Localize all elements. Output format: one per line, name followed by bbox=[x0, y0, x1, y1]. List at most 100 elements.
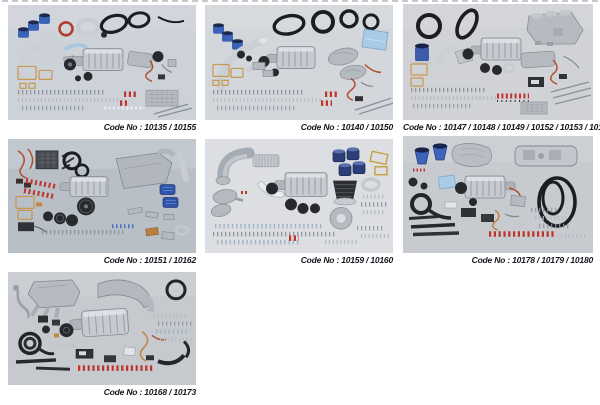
red-wiring-icon bbox=[16, 148, 57, 199]
brackets-icon bbox=[237, 50, 274, 77]
wiring-harness-icon bbox=[145, 60, 173, 83]
supercharger-icon bbox=[462, 37, 522, 61]
heat-shield-icon bbox=[451, 143, 492, 167]
cover-plate-icon bbox=[127, 51, 153, 69]
wiring-harness-icon bbox=[550, 55, 580, 85]
blue-gasket-sheet-icon bbox=[361, 28, 389, 51]
supercharger-kit-photo-4 bbox=[8, 139, 196, 253]
small-black-parts-icon bbox=[38, 315, 60, 338]
kit-code-label: Code No : 10178 / 10179 / 10180 bbox=[471, 255, 594, 265]
wiring-loom-icon bbox=[491, 209, 520, 231]
pulleys-icon bbox=[43, 211, 78, 227]
kit-card-5: Code No : 10159 / 10160 bbox=[205, 139, 393, 266]
clamp-band-icon bbox=[76, 17, 100, 36]
bracket-arm-icon bbox=[13, 284, 30, 318]
red-plug-wires-icon bbox=[497, 93, 529, 102]
belts-icon bbox=[99, 11, 185, 38]
hardware-rows-icon bbox=[18, 90, 144, 111]
cone-air-filter-icon bbox=[333, 180, 357, 206]
control-units-icon bbox=[461, 208, 494, 222]
hardware-rows-icon bbox=[411, 87, 499, 109]
blue-anodized-fittings-icon bbox=[159, 184, 179, 208]
blue-couplers-icon bbox=[213, 23, 243, 50]
black-hose-icon bbox=[157, 340, 191, 366]
hardware-rows-icon bbox=[154, 313, 194, 342]
belts-icon bbox=[416, 8, 479, 40]
rubber-strips-icon bbox=[15, 358, 71, 371]
blue-funnels-icon bbox=[414, 143, 448, 165]
blue-air-filter-icon bbox=[413, 43, 431, 64]
supercharger-icon bbox=[64, 48, 124, 71]
supercharger-icon bbox=[59, 176, 109, 216]
supercharger-icon bbox=[455, 175, 516, 206]
nut-icon bbox=[167, 59, 177, 67]
mesh-screen-icon bbox=[520, 101, 548, 115]
cast-elbow-pipe-icon bbox=[215, 147, 255, 185]
valve-cover-icon bbox=[514, 145, 578, 167]
black-o-ring-icon bbox=[165, 279, 187, 301]
spacer-ring-icon bbox=[329, 207, 353, 230]
kit-code-label: Code No : 10140 / 10150 bbox=[300, 122, 393, 132]
hose-rings-icon bbox=[311, 9, 380, 34]
grommets-icon bbox=[408, 177, 428, 190]
pulleys-icon bbox=[75, 71, 93, 82]
hose-coil-icon bbox=[18, 331, 55, 356]
supercharger-kit-photo-5 bbox=[205, 139, 393, 253]
mesh-screen-icon bbox=[145, 89, 179, 107]
rubber-strips-icon bbox=[408, 214, 460, 237]
kit-code-label: Code No : 10159 / 10160 bbox=[300, 255, 393, 265]
kit-card-3: Code No : 10147 / 10148 / 10149 / 10152 … bbox=[403, 4, 600, 133]
serpentine-belt-icon bbox=[537, 176, 577, 228]
belt-icon bbox=[272, 13, 306, 36]
brackets-icon bbox=[127, 206, 190, 241]
hose-coil-icon bbox=[410, 193, 452, 220]
intake-manifold-icon bbox=[27, 279, 81, 319]
wiring-harness-icon bbox=[346, 63, 382, 102]
kit-card-1: Code No : 10135 / 10155 bbox=[8, 5, 196, 133]
hardware-rows-icon bbox=[213, 194, 389, 245]
rods-icon bbox=[153, 103, 193, 118]
hardware-rows-icon bbox=[213, 90, 339, 111]
kit-code-label: Code No : 10135 / 10155 bbox=[103, 122, 196, 132]
supercharger-kit-photo-3 bbox=[403, 4, 593, 120]
gaskets-icon bbox=[15, 195, 42, 220]
supercharger-kit-photo-1 bbox=[8, 5, 196, 120]
muffler-sections-icon bbox=[210, 189, 244, 217]
plenum-icon bbox=[520, 50, 556, 69]
page-top-divider bbox=[2, 0, 598, 2]
supercharger-kit-photo-2 bbox=[205, 5, 393, 120]
kit-card-4: Code No : 10151 / 10162 bbox=[8, 139, 196, 266]
supercharger-icon bbox=[59, 307, 129, 338]
red-o-ring-icon bbox=[58, 21, 74, 37]
control-unit-icon bbox=[18, 222, 47, 233]
intake-manifold-icon bbox=[115, 148, 176, 190]
pulleys-icon bbox=[480, 62, 516, 75]
hardware-rows-icon bbox=[531, 207, 585, 238]
supercharger-kit-photo-6 bbox=[403, 136, 593, 253]
silver-pipe-icon bbox=[177, 151, 189, 182]
connector-strip-icon bbox=[444, 201, 458, 209]
heat-wrapped-converters-icon bbox=[327, 47, 367, 80]
kit-card-6: Code No : 10178 / 10179 / 10180 bbox=[403, 136, 593, 266]
gaskets-icon bbox=[410, 63, 428, 87]
kit-card-7: Code No : 10168 / 10173 bbox=[8, 272, 196, 398]
finned-core-icon bbox=[252, 154, 280, 168]
gaskets-icon bbox=[17, 65, 53, 89]
chrome-ring-icon bbox=[361, 177, 381, 192]
kit-card-2: Code No : 10140 / 10150 bbox=[205, 5, 393, 133]
supercharger-icon bbox=[258, 46, 316, 77]
gold-gaskets-icon bbox=[369, 150, 389, 176]
velocity-stacks-icon bbox=[332, 147, 366, 177]
kit-code-label: Code No : 10147 / 10148 / 10149 / 10152 … bbox=[403, 122, 600, 132]
kit-code-label: Code No : 10151 / 10162 bbox=[103, 255, 196, 265]
rods-icon bbox=[550, 81, 592, 105]
knob-icon bbox=[152, 51, 164, 63]
alternator-icon bbox=[508, 187, 526, 208]
supercharger-icon bbox=[266, 172, 328, 214]
rods-icon bbox=[354, 97, 393, 115]
exhaust-header-icon bbox=[97, 279, 155, 313]
kit-code-label: Code No : 10168 / 10173 bbox=[103, 387, 196, 397]
intake-manifold-icon bbox=[526, 10, 584, 46]
supercharger-kit-photo-7 bbox=[8, 272, 196, 385]
